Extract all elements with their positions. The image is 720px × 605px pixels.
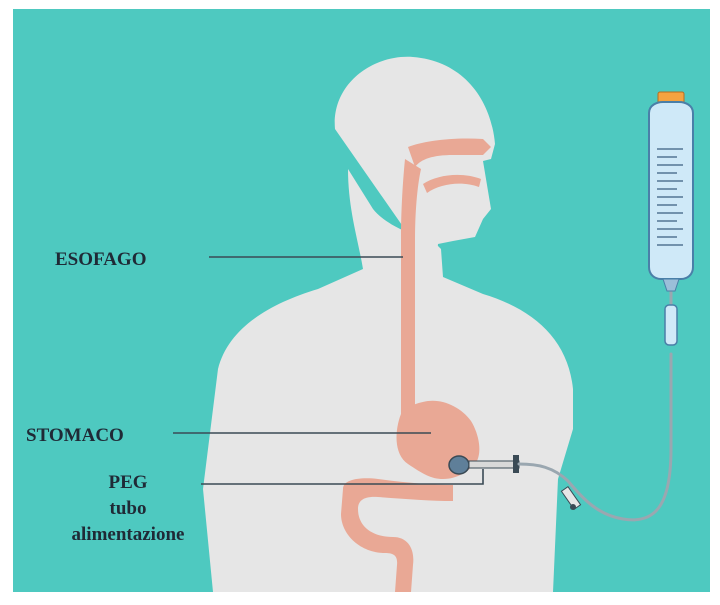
label-stomaco: STOMACO bbox=[26, 425, 124, 446]
label-alimentazione: alimentazione bbox=[72, 524, 185, 545]
drip-chamber bbox=[665, 305, 677, 345]
label-esofago: ESOFAGO bbox=[55, 249, 147, 270]
label-peg: PEG bbox=[108, 472, 147, 493]
bottle-body bbox=[649, 102, 693, 279]
peg-button-icon bbox=[449, 456, 469, 474]
peg-connector bbox=[469, 461, 519, 468]
feeding-bottle bbox=[649, 92, 693, 291]
diagram-panel: ESOFAGO STOMACO PEG tubo alimentazione bbox=[13, 9, 710, 592]
peg-diagram-svg: ESOFAGO STOMACO PEG tubo alimentazione bbox=[13, 9, 710, 592]
label-tubo: tubo bbox=[110, 498, 147, 519]
